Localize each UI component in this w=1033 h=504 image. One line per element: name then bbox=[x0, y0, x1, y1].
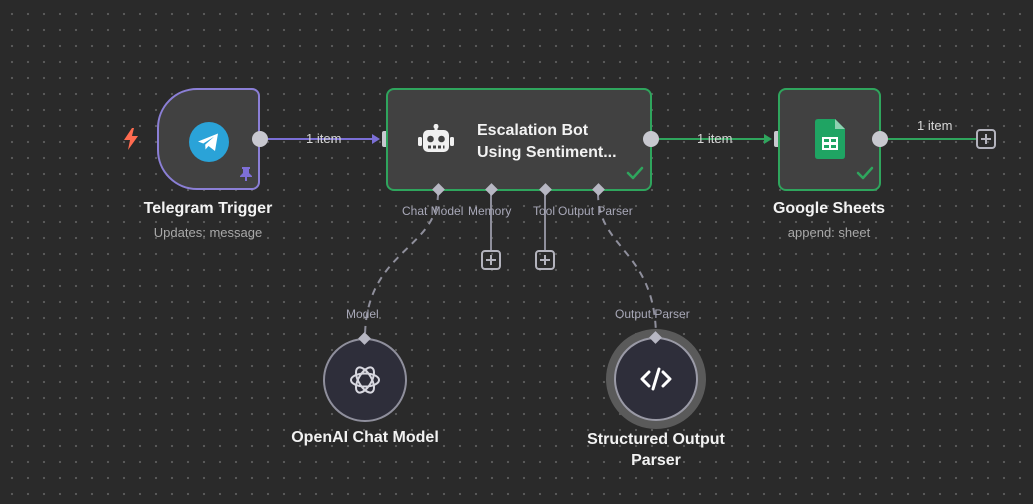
telegram-trigger-node[interactable] bbox=[157, 88, 260, 190]
robot-icon bbox=[418, 124, 454, 163]
telegram-output-handle[interactable] bbox=[252, 131, 268, 147]
openai-chat-model-node[interactable] bbox=[323, 338, 407, 422]
output-parser-port-label: Output Parser bbox=[558, 204, 633, 218]
add-next-node-button[interactable] bbox=[976, 129, 996, 149]
tool-port-label: Tool bbox=[533, 204, 556, 218]
plus-icon bbox=[486, 255, 496, 265]
agent-node-title: Escalation Bot Using Sentiment... bbox=[477, 120, 617, 164]
openai-node-title: OpenAI Chat Model bbox=[291, 429, 439, 446]
sheets-node-subtitle: append: sheet bbox=[787, 225, 871, 240]
escalation-bot-agent-node[interactable]: Escalation Bot Using Sentiment... bbox=[386, 88, 652, 191]
arrowhead bbox=[372, 134, 380, 144]
edge-label-sheets-out: 1 item bbox=[917, 118, 953, 133]
google-sheets-node[interactable] bbox=[778, 88, 881, 191]
agent-output-handle[interactable] bbox=[643, 131, 659, 147]
telegram-icon bbox=[188, 121, 230, 168]
parser-title-line-2: Parser bbox=[631, 452, 681, 469]
telegram-node-title: Telegram Trigger bbox=[143, 200, 273, 217]
sheets-node-title: Google Sheets bbox=[772, 200, 886, 217]
arrowhead bbox=[764, 134, 772, 144]
agent-title-line-1: Escalation Bot bbox=[477, 122, 589, 139]
structured-output-parser-node[interactable] bbox=[614, 337, 698, 421]
parser-node-title: Structured Output Parser bbox=[556, 429, 756, 471]
check-icon bbox=[626, 166, 644, 185]
edge-label-telegram-agent: 1 item bbox=[306, 131, 342, 146]
chat-model-port-label: Chat Model bbox=[402, 204, 464, 218]
parser-title-line-1: Structured Output bbox=[587, 431, 725, 448]
code-icon bbox=[640, 366, 672, 397]
connection-model-to-agent[interactable] bbox=[364, 192, 439, 339]
sheets-output-handle[interactable] bbox=[872, 131, 888, 147]
openai-icon bbox=[347, 362, 383, 403]
edge-label-agent-sheets: 1 item bbox=[697, 131, 733, 146]
google-sheets-icon bbox=[815, 119, 845, 164]
model-port-label: Model bbox=[346, 307, 379, 321]
agent-title-line-2: Using Sentiment... bbox=[477, 144, 617, 161]
lightning-icon bbox=[122, 127, 140, 156]
add-memory-button[interactable] bbox=[481, 250, 501, 270]
plus-icon bbox=[981, 134, 991, 144]
check-icon bbox=[856, 166, 874, 185]
connection-parser-to-agent[interactable] bbox=[597, 192, 657, 339]
parser-port-label: Output Parser bbox=[615, 307, 690, 321]
pin-icon bbox=[239, 166, 253, 187]
plus-icon bbox=[540, 255, 550, 265]
telegram-node-subtitle: Updates: message bbox=[153, 225, 263, 240]
add-tool-button[interactable] bbox=[535, 250, 555, 270]
memory-port-label: Memory bbox=[468, 204, 512, 218]
